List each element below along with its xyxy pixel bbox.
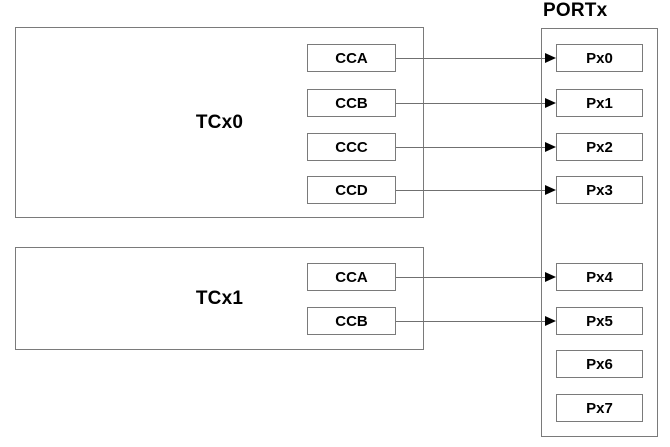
pin-box-px7: Px7: [556, 394, 643, 422]
pin-box-px5: Px5: [556, 307, 643, 335]
arrowhead-icon: [545, 272, 556, 282]
cc-box-tcx0-ccd: CCD: [307, 176, 396, 204]
arrow-line: [396, 102, 546, 104]
cc-box-tcx1-ccb: CCB: [307, 307, 396, 335]
arrow-tcx0-ccb-to-px1: [396, 98, 556, 108]
pin-box-px1: Px1: [556, 89, 643, 117]
port-title: PORTx: [543, 0, 608, 21]
cc-box-tcx1-cca: CCA: [307, 263, 396, 291]
cc-box-tcx0-ccb: CCB: [307, 89, 396, 117]
pin-box-px6: Px6: [556, 350, 643, 378]
arrow-line: [396, 320, 546, 322]
arrowhead-icon: [545, 98, 556, 108]
pin-box-px2: Px2: [556, 133, 643, 161]
pin-box-px4: Px4: [556, 263, 643, 291]
arrow-tcx1-cca-to-px4: [396, 272, 556, 282]
arrow-tcx0-ccc-to-px2: [396, 142, 556, 152]
arrow-line: [396, 57, 546, 59]
pin-box-px0: Px0: [556, 44, 643, 72]
tcx0-label: TCx0: [195, 111, 244, 133]
arrow-tcx1-ccb-to-px5: [396, 316, 556, 326]
pin-box-px3: Px3: [556, 176, 643, 204]
arrow-line: [396, 189, 546, 191]
arrowhead-icon: [545, 142, 556, 152]
arrow-tcx0-ccd-to-px3: [396, 185, 556, 195]
arrow-line: [396, 276, 546, 278]
tcx1-label: TCx1: [195, 287, 244, 309]
arrowhead-icon: [545, 185, 556, 195]
arrow-tcx0-cca-to-px0: [396, 53, 556, 63]
arrow-line: [396, 146, 546, 148]
cc-box-tcx0-cca: CCA: [307, 44, 396, 72]
arrowhead-icon: [545, 316, 556, 326]
cc-box-tcx0-ccc: CCC: [307, 133, 396, 161]
arrowhead-icon: [545, 53, 556, 63]
